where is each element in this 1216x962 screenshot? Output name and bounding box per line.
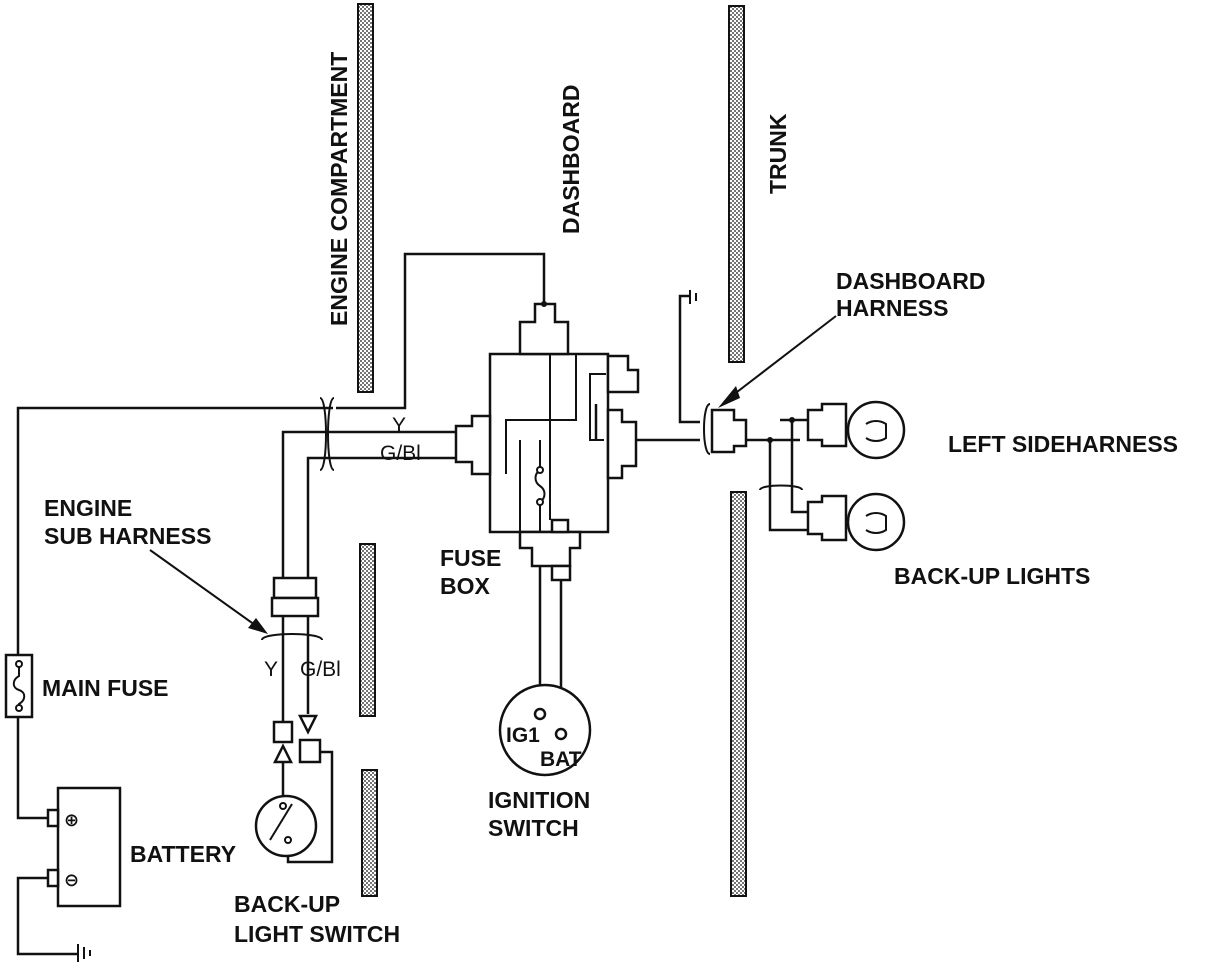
wire-label-gbl-top: G/Bl [380, 442, 421, 465]
harness-wires: Y G/Bl [281, 252, 546, 580]
trunk-wiring [636, 290, 906, 552]
zone-label-dashboard: DASHBOARD [558, 85, 584, 235]
trunk-wall-lower [730, 491, 747, 897]
battery-circuit: ⊕ ⊖ [4, 406, 333, 962]
engine-sub-harness-connector: Y G/Bl [261, 576, 341, 864]
wire-label-gbl-bottom: G/Bl [300, 658, 341, 681]
label-engine-sub-harness-2: SUB HARNESS [44, 523, 211, 549]
label-ignition-switch-2: SWITCH [488, 815, 579, 841]
trunk-wall-upper [728, 5, 745, 363]
label-ignition-switch-1: IGNITION [488, 787, 590, 813]
zone-label-trunk: TRUNK [765, 113, 791, 194]
leader-arrows [149, 315, 837, 634]
label-battery: BATTERY [130, 841, 236, 867]
label-dashboard-harness-1: DASHBOARD [836, 268, 986, 294]
label-left-sideharness: LEFT SIDEHARNESS [948, 431, 1178, 457]
ground-icon [77, 944, 91, 962]
battery [56, 786, 122, 908]
engine-wall-middle [359, 543, 376, 717]
battery-plus-terminal: ⊕ [64, 810, 79, 830]
ignition-terminal-ig1: IG1 [506, 724, 540, 747]
label-dashboard-harness-2: HARNESS [836, 295, 948, 321]
label-fuse-box-2: BOX [440, 573, 491, 599]
wire-label-y-bottom: Y [264, 658, 278, 681]
ignition-switch: IG1 BAT [498, 566, 592, 777]
engine-wall-upper [357, 3, 374, 393]
fuse-box [454, 301, 640, 582]
ignition-terminal-bat: BAT [540, 748, 582, 771]
label-back-up-lights: BACK-UP LIGHTS [894, 563, 1090, 589]
label-engine-sub-harness-1: ENGINE [44, 495, 132, 521]
battery-minus-terminal: ⊖ [64, 870, 79, 890]
wire-label-y-top: Y [392, 414, 406, 437]
label-back-up-light-switch-2: LIGHT SWITCH [234, 921, 400, 947]
zone-dividers [357, 3, 747, 897]
back-up-light-switch [254, 794, 318, 858]
zone-label-engine-compartment: ENGINE COMPARTMENT [326, 52, 352, 326]
label-main-fuse: MAIN FUSE [42, 675, 169, 701]
engine-wall-lower [361, 769, 378, 897]
label-fuse-box-1: FUSE [440, 545, 501, 571]
label-back-up-light-switch-1: BACK-UP [234, 891, 340, 917]
ground-icon [689, 290, 697, 304]
